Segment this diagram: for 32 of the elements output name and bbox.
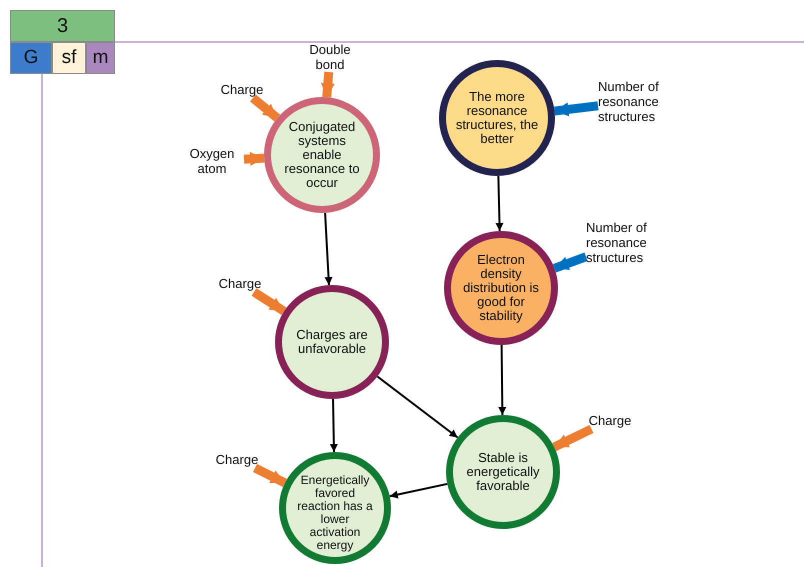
- concept-text: Conjugated systems enable resonance to occur: [283, 120, 361, 190]
- concept-text: Energetically favored reaction has a lower activation energy: [296, 474, 374, 552]
- concept-text: Electron density distribution is good for stability: [462, 253, 540, 323]
- tab-box: m: [86, 42, 115, 74]
- arrow: [390, 482, 448, 498]
- concept-text: The more resonance structures, the better: [454, 90, 540, 146]
- block-arrow: [252, 288, 286, 316]
- block-arrow: [552, 424, 594, 452]
- block-arrow: [252, 464, 287, 487]
- factor-label: Number of resonance structures: [586, 219, 666, 265]
- block-arrow: [552, 252, 588, 273]
- arrow: [376, 376, 458, 438]
- tab-box: G: [10, 42, 52, 74]
- arrow: [330, 398, 338, 452]
- factor-label: Oxygen atom: [180, 145, 244, 177]
- block-arrow: [320, 72, 335, 98]
- block-arrow: [554, 101, 599, 116]
- factor-label: Charge: [214, 80, 270, 98]
- factor-label: Charge: [209, 450, 265, 468]
- concept-text: Charges are unfavorable: [295, 328, 369, 356]
- factor-label: Double bond: [295, 42, 365, 72]
- block-arrow: [244, 152, 264, 166]
- chapter-header: 3: [10, 10, 115, 42]
- block-arrow: [250, 94, 280, 122]
- factor-label: Number of resonance structures: [598, 78, 678, 124]
- factor-label: Charge: [582, 411, 638, 429]
- tab-box: sf: [52, 42, 86, 74]
- arrow: [495, 176, 504, 232]
- arrow: [498, 344, 506, 416]
- concept-text: Stable is energetically favorable: [466, 451, 540, 493]
- factor-label: Charge: [212, 274, 268, 292]
- arrow: [324, 212, 333, 286]
